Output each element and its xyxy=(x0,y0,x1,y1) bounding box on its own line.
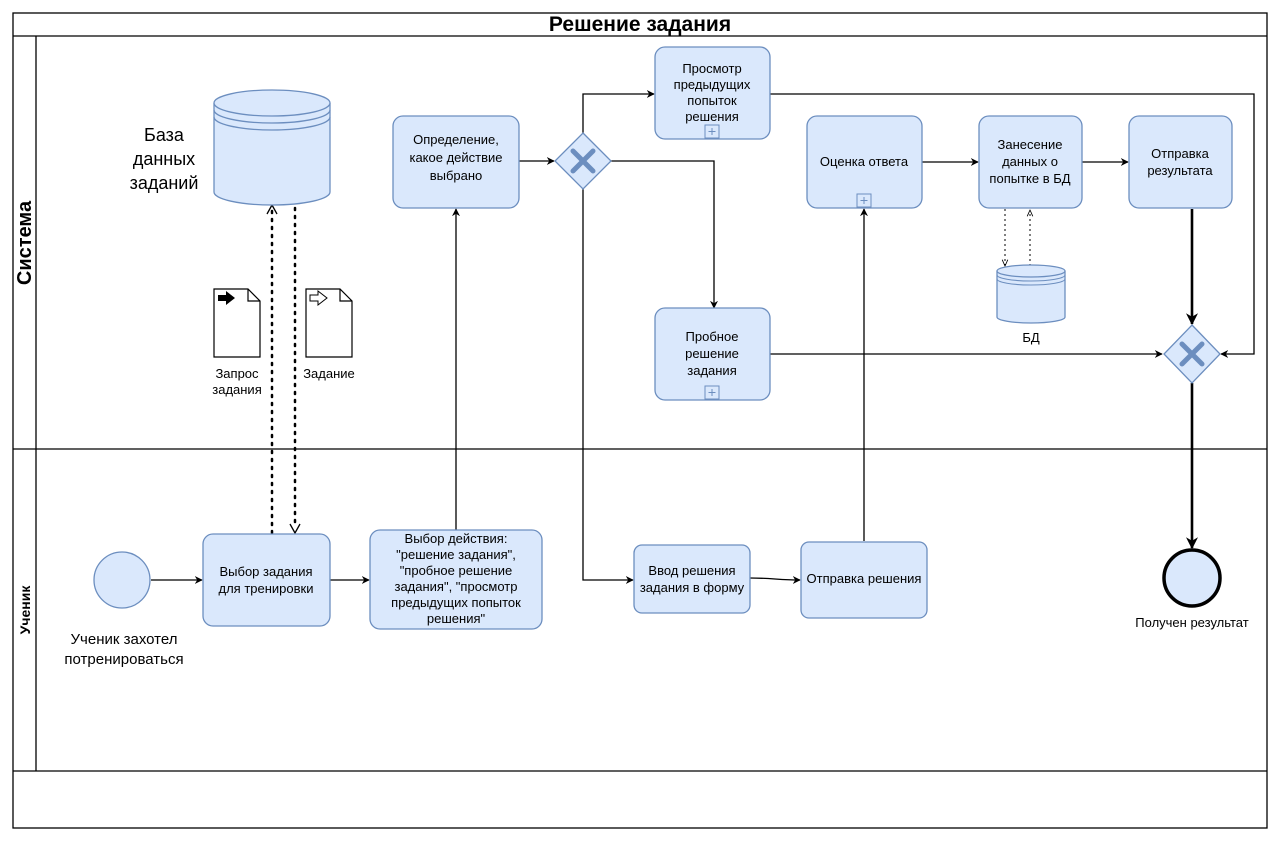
task-save-attempt-line-1: Занесение xyxy=(998,137,1063,152)
task-trial-solution-line-2: решение xyxy=(685,346,739,361)
task-define-action-line-2: какое действие xyxy=(409,150,502,165)
flows xyxy=(151,90,1255,584)
start-event-label-2: потренироваться xyxy=(64,651,183,668)
task-define-action[interactable]: Определение, какое действие выбрано xyxy=(392,115,520,209)
task-choose-action-line-4: задания", "просмотр xyxy=(394,579,517,594)
start-event-label-1: Ученик захотел xyxy=(71,631,178,648)
output-arrow-icon xyxy=(309,289,328,307)
task-send-solution-label: Отправка решения xyxy=(807,571,922,586)
task-database-label-3: заданий xyxy=(130,173,199,193)
assoc-task-arrowhead xyxy=(289,523,301,535)
task-save-attempt-line-3: попытке в БД xyxy=(989,171,1070,186)
task-evaluate-label: Оценка ответа xyxy=(820,154,909,169)
data-object-request-label-1: Запрос xyxy=(215,366,259,381)
flow-gateway-to-enter-solution xyxy=(582,189,634,584)
attempts-database-label: БД xyxy=(1022,330,1040,345)
input-arrow-icon xyxy=(218,291,235,305)
task-choose-task-line-1: Выбор задания xyxy=(219,564,312,579)
data-object-task-label: Задание xyxy=(303,366,355,381)
task-database-label-2: данных xyxy=(133,149,195,169)
attempts-database: БД xyxy=(996,264,1066,345)
task-trial-solution-line-1: Пробное xyxy=(686,329,739,344)
flow-enter-to-send-solution xyxy=(749,575,801,584)
pool: Решение задания Система Ученик xyxy=(12,12,1268,829)
subprocess-marker-icon xyxy=(704,124,720,139)
task-choose-action-line-1: Выбор действия: xyxy=(405,531,508,546)
task-send-result[interactable]: Отправка результата xyxy=(1128,115,1233,209)
task-view-previous[interactable]: Просмотр предыдущих попыток решения xyxy=(654,46,771,140)
flow-view-previous-to-merge xyxy=(770,93,1255,358)
task-choose-action-line-3: "пробное решение xyxy=(400,563,513,578)
task-database-label-1: База xyxy=(144,125,185,145)
data-object-request: Запрос задания xyxy=(212,288,262,397)
task-save-attempt-line-2: данных о xyxy=(1002,154,1058,169)
lane-system-label: Система xyxy=(14,200,36,285)
task-database: База данных заданий xyxy=(130,89,331,206)
task-trial-solution-line-3: задания xyxy=(687,363,737,378)
x-icon xyxy=(570,148,596,174)
task-choose-task-line-2: для тренировки xyxy=(219,581,314,596)
data-object-request-label-2: задания xyxy=(212,382,262,397)
task-choose-action[interactable]: Выбор действия: "решение задания", "проб… xyxy=(369,529,543,630)
end-event-label: Получен результат xyxy=(1135,615,1248,630)
task-choose-action-line-5: предыдущих попыток xyxy=(391,595,521,610)
task-save-attempt[interactable]: Занесение данных о попытке в БД xyxy=(978,115,1083,209)
lane-student-label: Ученик xyxy=(17,585,33,635)
task-choose-action-line-6: решения" xyxy=(427,611,486,626)
subprocess-marker-icon xyxy=(704,385,720,400)
end-event[interactable]: Получен результат xyxy=(1135,548,1249,630)
task-enter-solution-line-2: задания в форму xyxy=(640,580,745,595)
exclusive-gateway-merge[interactable] xyxy=(1163,324,1221,384)
task-view-previous-line-4: решения xyxy=(685,109,739,124)
diagram-title: Решение задания xyxy=(549,13,731,36)
task-choose-action-line-2: "решение задания", xyxy=(396,547,516,562)
task-define-action-line-1: Определение, xyxy=(413,132,499,147)
task-evaluate[interactable]: Оценка ответа xyxy=(806,115,923,209)
task-enter-solution[interactable]: Ввод решения задания в форму xyxy=(633,544,751,614)
task-send-solution[interactable]: Отправка решения xyxy=(800,541,928,619)
task-define-action-line-3: выбрано xyxy=(430,168,483,183)
subprocess-marker-icon xyxy=(856,193,872,208)
x-icon xyxy=(1179,341,1205,367)
flow-gateway-to-view-previous xyxy=(582,90,655,133)
task-view-previous-line-2: предыдущих xyxy=(674,77,751,92)
task-send-result-line-1: Отправка xyxy=(1151,146,1209,161)
exclusive-gateway-split[interactable] xyxy=(554,132,612,190)
flow-gateway-to-trial xyxy=(611,160,718,309)
task-send-result-line-2: результата xyxy=(1147,163,1213,178)
task-choose-task[interactable]: Выбор задания для тренировки xyxy=(202,533,331,627)
data-object-task: Задание xyxy=(303,288,355,381)
pool-border xyxy=(12,12,1268,829)
start-event[interactable]: Ученик захотел потренироваться xyxy=(64,551,184,668)
task-enter-solution-line-1: Ввод решения xyxy=(648,563,735,578)
task-view-previous-line-1: Просмотр xyxy=(682,61,741,76)
task-view-previous-line-3: попыток xyxy=(687,93,737,108)
task-trial-solution[interactable]: Пробное решение задания xyxy=(654,307,771,401)
